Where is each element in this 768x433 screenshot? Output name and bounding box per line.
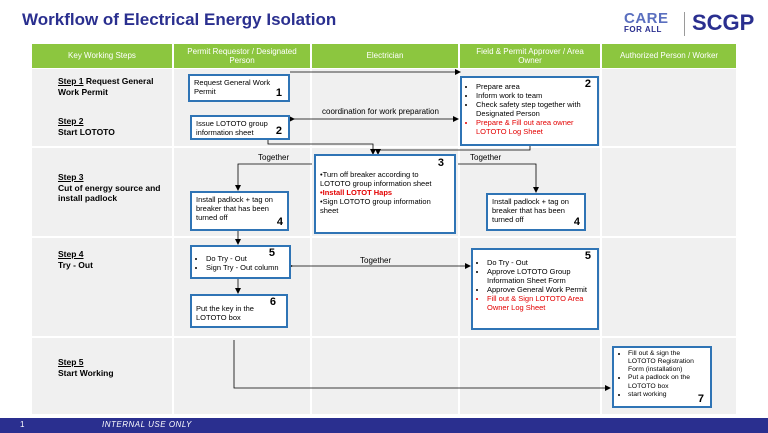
step-4-title: Step 4 [58, 249, 84, 259]
lane-key-steps [32, 69, 172, 414]
box-4-left-number: 4 [276, 215, 283, 228]
box-1-number: 1 [275, 86, 282, 99]
approve-item: Do Try - Out [487, 258, 593, 267]
electrician-step-item-highlight: •Install LOTOT Haps [320, 188, 393, 197]
start-working-item: Put a padlock on the LOTOTO box [628, 374, 706, 390]
arrow-issue-to-electrician [267, 139, 376, 155]
box-request-general-work-permit: Request General Work Permit 1 [188, 74, 290, 102]
try-out-item: Sign Try - Out column [206, 263, 285, 272]
box-7-number: 7 [697, 392, 704, 406]
care-logo-text: CARE [624, 10, 669, 27]
approve-item-highlight: Fill out & Sign LOTOTO Area Owner Log Sh… [487, 294, 593, 312]
box-2-issue-number: 2 [275, 124, 282, 137]
box-install-padlock-left: Install padlock + tag on breaker that ha… [190, 191, 289, 231]
step-3-title: Step 3 [58, 172, 84, 182]
step-3-text: Cut of energy source and install padlock [58, 182, 161, 204]
lane-electrician [312, 69, 458, 414]
approve-item: Approve LOTOTO Group Information Sheet F… [487, 267, 593, 285]
step-4-text: Try - Out [58, 259, 93, 270]
step-5-text: Start Working [58, 367, 114, 378]
prepare-area-item-highlight: Prepare & Fill out area owner LOTOTO Log… [476, 118, 593, 136]
box-try-out-left: Do Try - Out Sign Try - Out column 5 [190, 245, 291, 279]
electrician-step-item: •Sign LOTOTO group information sheet [320, 197, 431, 215]
header-electrician: Electrician [312, 44, 458, 68]
box-try-out-right: Do Try - Out Approve LOTOTO Group Inform… [471, 248, 599, 330]
box-install-padlock-right: Install padlock + tag on breaker that ha… [486, 193, 586, 231]
row-divider [32, 236, 736, 238]
box-3-number: 3 [437, 157, 444, 169]
footer-classification: INTERNAL USE ONLY [102, 420, 192, 429]
box-1-text: Request General Work Permit [194, 78, 271, 96]
arrow-together-right [458, 163, 539, 193]
box-6-text: Put the key in the LOTOTO box [196, 304, 254, 322]
step-2-title: Step 2 [58, 116, 84, 126]
row-divider [32, 336, 736, 338]
arrow-owner-to-electrician [375, 146, 531, 155]
header-permit-requestor: Permit Requestor / Designated Person [174, 44, 310, 68]
electrician-step-item: •Turn off breaker according to LOTOTO gr… [320, 170, 432, 188]
page-number: 1 [20, 420, 25, 429]
box-4-right-number: 4 [573, 215, 580, 228]
step-1-text: Request General Work Permit [58, 76, 154, 97]
coordination-label: coordination for work preparation [322, 107, 439, 116]
header-area-owner: Field & Permit Approver / Area Owner [460, 44, 600, 68]
box-prepare-area: Prepare area Inform work to team Check s… [460, 76, 599, 146]
scgp-logo: SCGP [692, 10, 755, 35]
logo-divider [684, 12, 685, 36]
footer-bar [0, 418, 768, 433]
box-turn-off-breaker: •Turn off breaker according to LOTOTO gr… [314, 154, 456, 234]
for-all-logo-text: FOR ALL [624, 25, 662, 34]
prepare-area-item: Check safety step together with Designat… [476, 100, 593, 118]
box-5-right-number: 5 [584, 250, 591, 262]
step-2-text: Start LOTOTO [58, 126, 115, 137]
box-6-number: 6 [269, 296, 276, 308]
box-2-number: 2 [584, 78, 591, 90]
step-5-title: Step 5 [58, 357, 84, 367]
header-key-steps: Key Working Steps [32, 44, 172, 68]
box-start-working: Fill out & sign the LOTOTO Registration … [612, 346, 712, 408]
box-4-right-text: Install padlock + tag on breaker that ha… [492, 197, 569, 224]
page-title: Workflow of Electrical Energy Isolation [22, 10, 337, 29]
together-label-right: Together [470, 153, 502, 162]
prepare-area-item: Prepare area [476, 82, 593, 91]
arrow-together-left [235, 163, 312, 191]
together-label-left: Together [258, 153, 290, 162]
box-2-issue-text: Issue LOTOTO group information sheet [196, 119, 268, 137]
box-put-key: Put the key in the LOTOTO box 6 [190, 294, 288, 328]
step-1-label: Step 1 Request General Work Permit [58, 76, 163, 97]
row-divider [32, 146, 736, 148]
try-out-item: Do Try - Out [206, 254, 285, 263]
together-label-tryout: Together [360, 256, 392, 265]
step-1-title: Step 1 [58, 76, 84, 86]
start-working-item: Fill out & sign the LOTOTO Registration … [628, 350, 706, 374]
header-authorized-person: Authorized Person / Worker [602, 44, 736, 68]
care-for-all-logo: CARE FOR ALL [624, 11, 682, 34]
box-5-left-number: 5 [268, 247, 275, 259]
arrow-to-start-working [233, 340, 611, 391]
box-issue-lototo-sheet: Issue LOTOTO group information sheet 2 [190, 115, 290, 140]
start-working-item: start working [628, 391, 706, 399]
box-4-left-text: Install padlock + tag on breaker that ha… [196, 195, 273, 222]
approve-item: Approve General Work Permit [487, 285, 593, 294]
prepare-area-item: Inform work to team [476, 91, 593, 100]
